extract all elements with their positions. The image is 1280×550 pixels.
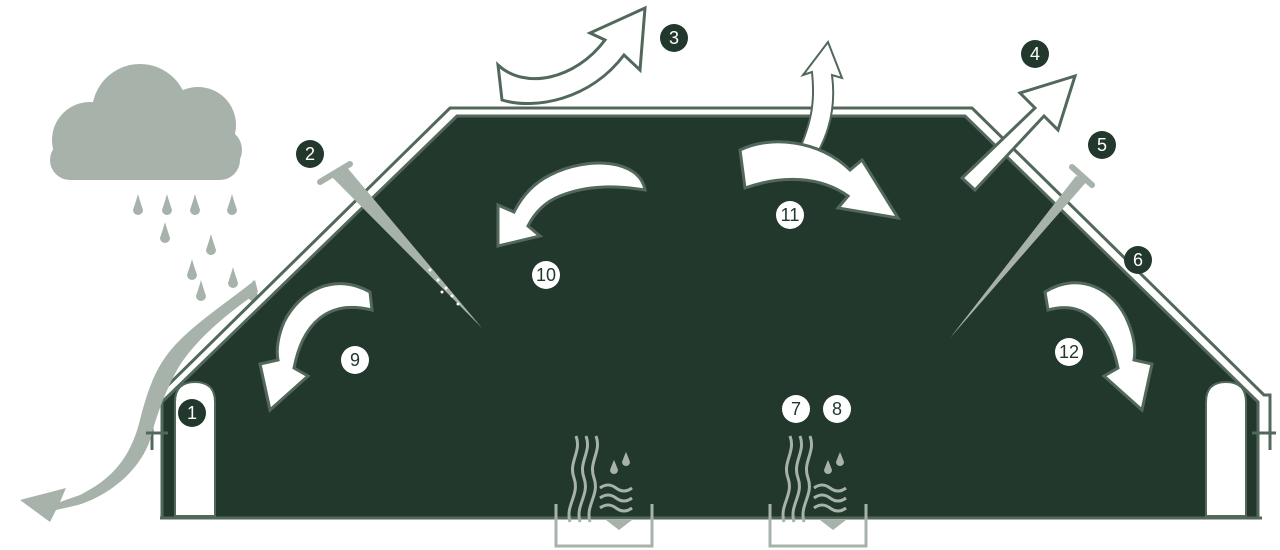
badge-10: 10	[532, 261, 560, 289]
nail-icon	[950, 164, 1095, 338]
arrow-icon	[258, 282, 374, 413]
nail-icon	[317, 161, 482, 328]
badge-8: 8	[823, 395, 851, 423]
arrow-icon	[496, 5, 647, 106]
badge-7: 7	[782, 395, 810, 423]
arrow-icon	[738, 140, 902, 221]
tray-icon	[554, 504, 868, 548]
arrow-icon	[959, 73, 1078, 193]
badge-3: 3	[660, 24, 688, 52]
badge-label: 5	[1097, 135, 1107, 155]
badge-label: 11	[781, 205, 800, 225]
badge-label: 4	[1030, 44, 1040, 64]
badge-label: 3	[669, 28, 679, 48]
water-runoff	[20, 280, 258, 522]
badge-9: 9	[341, 346, 369, 374]
badge-4: 4	[1021, 40, 1049, 68]
badge-1: 1	[178, 399, 206, 427]
badge-label: 10	[536, 265, 556, 285]
greenhouse-building	[150, 106, 1272, 520]
vapor-icon	[599, 452, 847, 530]
badge-label: 1	[187, 403, 197, 423]
arrow-icon	[798, 39, 844, 154]
badge-12: 12	[1055, 338, 1083, 366]
badge-6: 6	[1124, 246, 1152, 274]
arrow-icon	[496, 161, 647, 248]
badge-label: 6	[1133, 250, 1143, 270]
badge-label: 8	[832, 399, 842, 419]
badge-2: 2	[296, 140, 324, 168]
rain-icon	[133, 194, 258, 301]
badge-11: 11	[776, 201, 804, 229]
badge-label: 12	[1059, 342, 1079, 362]
heat-wave-icon	[567, 435, 813, 523]
badge-label: 2	[305, 144, 315, 164]
badge-5: 5	[1088, 131, 1116, 159]
badge-label: 9	[350, 350, 360, 370]
cloud-icon	[50, 64, 242, 180]
badge-label: 7	[791, 399, 801, 419]
arrow-icon	[1043, 281, 1154, 413]
